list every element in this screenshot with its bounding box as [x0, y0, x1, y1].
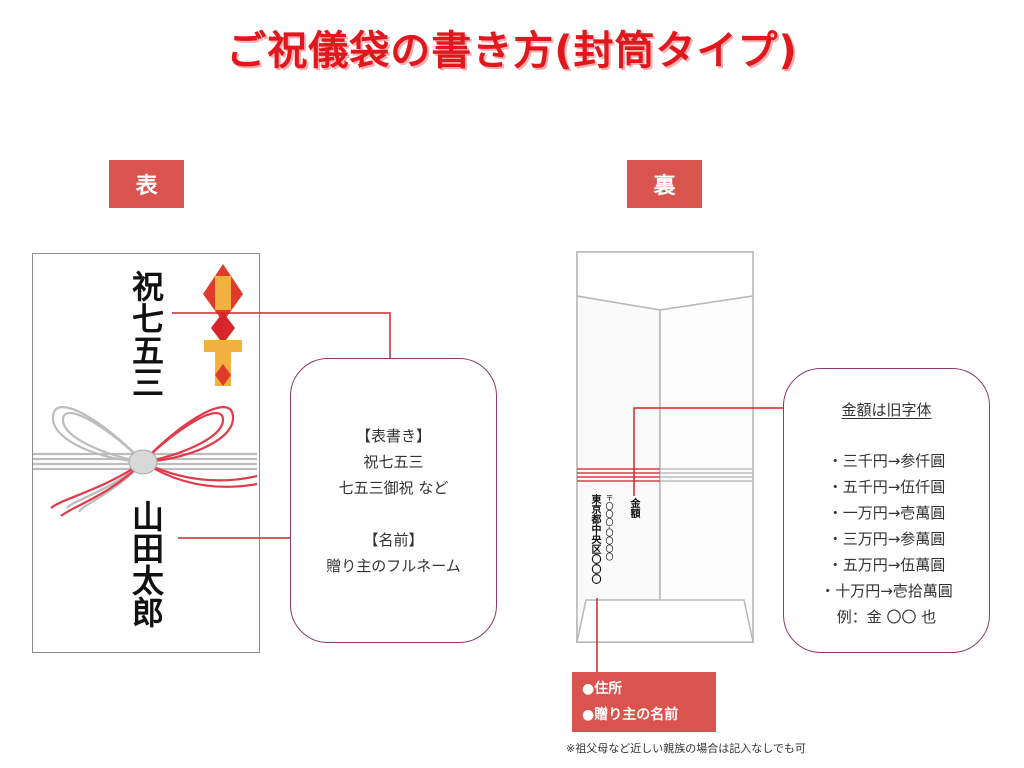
address-label: ●住所: [582, 681, 623, 697]
sender-name-label: ●贈り主の名前: [582, 707, 679, 723]
amount-item: ・十万円→壱拾萬圓: [820, 582, 953, 600]
address-name-box: ●住所 ●贈り主の名前: [572, 672, 716, 732]
back-address: 東京都中央区〇〇〇: [589, 494, 600, 584]
front-omotegaki: 祝七五三: [127, 270, 165, 398]
front-info-card: 【表書き】 祝七五三 七五三御祝 など 【名前】 贈り主のフルネーム: [290, 358, 497, 643]
omotegaki-example-1: 祝七五三: [363, 453, 424, 471]
amount-item: ・五万円→伍萬圓: [827, 556, 946, 574]
amount-kanji-header: 金額は旧字体: [841, 401, 932, 419]
amount-item: ・一万円→壱萬圓: [827, 504, 946, 522]
name-header: 【名前】: [363, 531, 424, 549]
family-note: ※祖父母など近しい親族の場合は記入なしでも可: [566, 742, 806, 755]
omotegaki-example-2: 七五三御祝 など: [338, 479, 449, 497]
front-sender-name: 山田太郎: [127, 500, 165, 628]
amount-example: 例：金 〇〇 也: [836, 608, 937, 626]
amount-item: ・三万円→参萬圓: [827, 530, 946, 548]
page-title: ご祝儀袋の書き方(封筒タイプ): [226, 28, 798, 74]
mizuhiki-cord: [33, 406, 257, 517]
back-zip-code: 〒〇〇〇-〇〇〇〇: [605, 494, 614, 561]
back-info-card: 金額は旧字体 ・三千円→参仟圓 ・五千円→伍仟圓 ・一万円→壱萬圓 ・三万円→参…: [783, 368, 990, 653]
front-tag: 表: [109, 160, 184, 208]
back-amount-label: 金額: [628, 498, 639, 518]
noshi-ornament: [203, 264, 243, 386]
back-tag: 裏: [627, 160, 702, 208]
amount-item: ・五千円→伍仟圓: [827, 478, 946, 496]
amount-item: ・三千円→参仟圓: [827, 452, 946, 470]
back-envelope: [576, 251, 754, 643]
omotegaki-header: 【表書き】: [355, 427, 431, 445]
name-description: 贈り主のフルネーム: [326, 557, 461, 575]
